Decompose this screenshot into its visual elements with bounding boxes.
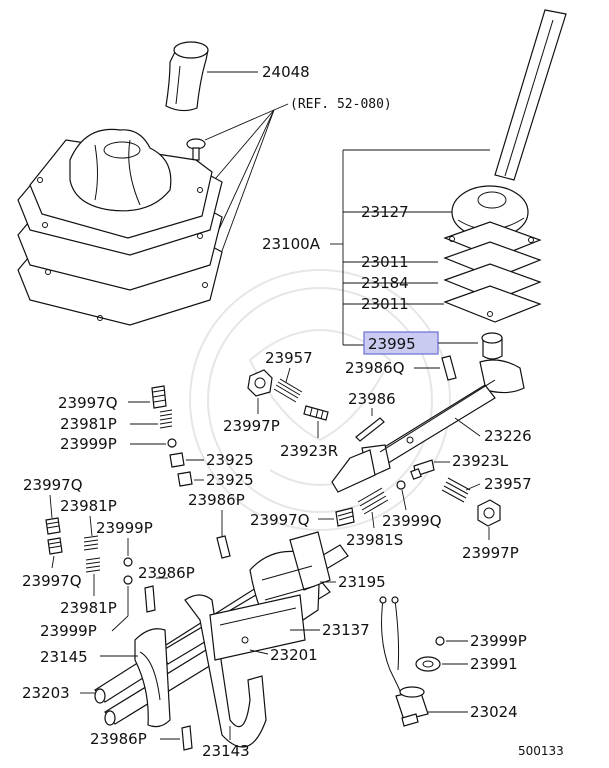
label-23981P-lower[interactable]: 23981P xyxy=(60,599,117,617)
leader-23981S xyxy=(371,511,375,529)
plug-23997P-right[interactable] xyxy=(477,499,501,527)
leader-23957-right xyxy=(465,483,481,491)
label-23999P-right[interactable]: 23999P xyxy=(470,632,527,650)
washer-23991[interactable] xyxy=(415,656,441,672)
cap-23997Q-lower-left-top[interactable] xyxy=(45,517,61,535)
ball-23999P-mid[interactable] xyxy=(123,557,133,567)
label-23201[interactable]: 23201 xyxy=(270,646,318,664)
switch-23024[interactable] xyxy=(379,596,429,727)
label-23203[interactable]: 23203 xyxy=(22,684,70,702)
leader-23226 xyxy=(454,417,481,437)
label-23995[interactable]: 23995 xyxy=(368,335,416,353)
label-23957-top[interactable]: 23957 xyxy=(265,349,313,367)
reference-note[interactable]: (REF. 52-080) xyxy=(290,97,392,112)
label-23997Q-lower-left-top[interactable]: 23997Q xyxy=(23,476,83,494)
label-23986Q-top[interactable]: 23986Q xyxy=(345,359,405,377)
label-23957-right[interactable]: 23957 xyxy=(484,475,532,493)
pin-23986P-left[interactable] xyxy=(144,585,156,613)
leader-23999P-lower-tail xyxy=(111,615,129,632)
label-23986[interactable]: 23986 xyxy=(348,390,396,408)
shift-boot-assembly[interactable] xyxy=(17,128,223,326)
label-23986P-middle[interactable]: 23986P xyxy=(188,491,245,509)
label-23011-lower[interactable]: 23011 xyxy=(361,295,409,313)
cap-23997Q-left-top[interactable] xyxy=(151,385,167,409)
label-23143[interactable]: 23143 xyxy=(202,742,250,760)
cap-23997Q-middle[interactable] xyxy=(335,507,355,527)
spring-23981S[interactable] xyxy=(357,487,389,515)
shift-lever[interactable] xyxy=(451,9,567,239)
label-23999P-left-top[interactable]: 23999P xyxy=(60,435,117,453)
bolt-23923L[interactable] xyxy=(410,459,435,480)
label-23997Q-lower-left-bottom[interactable]: 23997Q xyxy=(22,572,82,590)
label-23997P-right[interactable]: 23997P xyxy=(462,544,519,562)
spring-23957-top[interactable] xyxy=(273,378,303,403)
pin-23986P-bottom[interactable] xyxy=(181,725,193,751)
boot-bolt xyxy=(186,138,206,161)
label-23981P-mid[interactable]: 23981P xyxy=(60,497,117,515)
label-23999P-lower[interactable]: 23999P xyxy=(40,622,97,640)
pin-23986P-middle[interactable] xyxy=(216,535,231,559)
label-23100A[interactable]: 23100A xyxy=(262,235,321,253)
ball-23999P-lower[interactable] xyxy=(123,575,133,585)
label-24048[interactable]: 24048 xyxy=(262,63,310,81)
leader-23201 xyxy=(249,649,269,655)
leader-23997Q-lower-left-bottom xyxy=(51,555,55,569)
pin-23986[interactable] xyxy=(355,417,385,442)
cap-23997Q-lower-left-bottom[interactable] xyxy=(47,537,63,555)
label-23986P-left[interactable]: 23986P xyxy=(138,564,195,582)
label-23145[interactable]: 23145 xyxy=(40,648,88,666)
spring-23957-right[interactable] xyxy=(441,477,471,503)
leader-23957-top xyxy=(285,367,291,383)
lever-plates[interactable] xyxy=(443,221,542,323)
ball-23999P-right[interactable] xyxy=(435,636,445,646)
label-23011-upper[interactable]: 23011 xyxy=(361,253,409,271)
spring-23981P-lower[interactable] xyxy=(85,557,101,573)
spring-23981P-left-top[interactable] xyxy=(159,409,173,429)
label-23923R[interactable]: 23923R xyxy=(280,442,338,460)
label-23226[interactable]: 23226 xyxy=(484,427,532,445)
figure-number: 500133 xyxy=(518,744,564,758)
shift-rod[interactable] xyxy=(331,359,525,493)
shift-forks-assembly[interactable] xyxy=(94,531,349,748)
ball-23999P-left-top[interactable] xyxy=(167,438,177,448)
reference-arrows xyxy=(204,103,289,279)
label-23024[interactable]: 23024 xyxy=(470,703,518,721)
ball-23999Q[interactable] xyxy=(396,480,406,490)
shift-knob[interactable] xyxy=(165,41,209,112)
label-23925-lower[interactable]: 23925 xyxy=(206,471,254,489)
bolt-23923R[interactable] xyxy=(303,405,329,421)
label-23137[interactable]: 23137 xyxy=(322,621,370,639)
pin-23986Q[interactable] xyxy=(441,355,457,381)
label-23981S[interactable]: 23981S xyxy=(346,531,403,549)
label-23986P-bottom[interactable]: 23986P xyxy=(90,730,147,748)
leader-23999Q xyxy=(401,489,407,511)
label-23999P-mid[interactable]: 23999P xyxy=(96,519,153,537)
spring-23981P-mid[interactable] xyxy=(83,535,99,551)
leader-23981P-mid xyxy=(89,515,93,537)
label-23999Q[interactable]: 23999Q xyxy=(382,512,442,530)
label-23997P-top[interactable]: 23997P xyxy=(223,417,280,435)
assembly-bracket-23100A xyxy=(330,149,490,346)
bushing-23995[interactable] xyxy=(481,332,503,360)
label-23997Q-left-top[interactable]: 23997Q xyxy=(58,394,118,412)
leader-23997Q-lower-left-top xyxy=(49,494,53,519)
label-23997Q-middle[interactable]: 23997Q xyxy=(250,511,310,529)
plug-23997P-top[interactable] xyxy=(247,369,273,397)
label-23923L[interactable]: 23923L xyxy=(452,452,509,470)
label-23195[interactable]: 23195 xyxy=(338,573,386,591)
label-23925-upper[interactable]: 23925 xyxy=(206,451,254,469)
pin-23925-upper[interactable] xyxy=(169,452,185,468)
label-23127[interactable]: 23127 xyxy=(361,203,409,221)
pin-23925-lower[interactable] xyxy=(177,471,193,487)
label-23991[interactable]: 23991 xyxy=(470,655,518,673)
label-23981P-left-top[interactable]: 23981P xyxy=(60,415,117,433)
label-23184[interactable]: 23184 xyxy=(361,274,409,292)
